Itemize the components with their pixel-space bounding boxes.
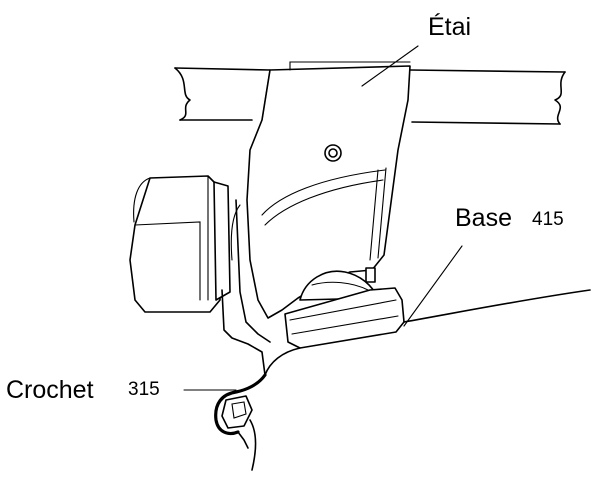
- label-etai: Étai: [428, 13, 472, 41]
- hook: [214, 373, 267, 471]
- label-crochet: Crochet: [6, 376, 94, 404]
- leader-lines: [183, 45, 463, 391]
- leader-base: [403, 245, 463, 327]
- leader-etai: [361, 45, 419, 87]
- label-base-number: 415: [532, 209, 564, 230]
- roof-line: [264, 289, 591, 376]
- clamp-bracket: [129, 175, 231, 313]
- label-base: Base: [455, 204, 512, 232]
- hook-rods: [221, 199, 271, 376]
- strut: [246, 61, 411, 319]
- label-crochet-number: 315: [128, 379, 160, 400]
- crossbar: [174, 67, 566, 125]
